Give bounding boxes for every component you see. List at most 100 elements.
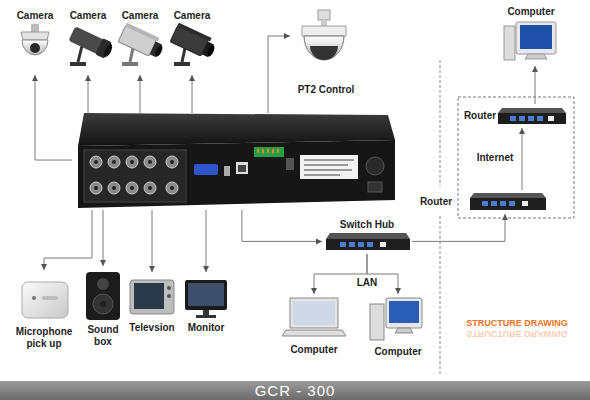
arrow-head bbox=[32, 75, 38, 81]
connector-line bbox=[103, 210, 104, 266]
connector-line bbox=[44, 210, 92, 270]
connector bbox=[32, 75, 72, 160]
arrow-head bbox=[189, 75, 195, 81]
node-label: PT2 Control bbox=[290, 84, 362, 96]
arrow-head bbox=[137, 75, 143, 81]
speaker-device-part bbox=[93, 294, 113, 314]
television-device-part bbox=[134, 283, 164, 309]
connector-line bbox=[35, 75, 72, 160]
computer-node: Computer bbox=[500, 4, 562, 66]
box-camera-part-part bbox=[177, 23, 211, 42]
connector bbox=[85, 75, 91, 113]
box-camera-part-part bbox=[125, 23, 159, 42]
node-label: Camera bbox=[114, 10, 166, 22]
separator-line bbox=[440, 60, 441, 375]
ptz-camera-part bbox=[304, 36, 344, 60]
television-device-part bbox=[167, 286, 171, 290]
node-label: Microphone pick up bbox=[10, 326, 78, 350]
switch-hub-device-part bbox=[326, 233, 410, 239]
bullet-camera bbox=[68, 25, 115, 66]
desktop-computer-part bbox=[504, 26, 515, 60]
dome-camera bbox=[21, 24, 49, 55]
router-device bbox=[498, 108, 566, 124]
box-camera-part bbox=[118, 23, 166, 60]
dvr-recorder-part bbox=[257, 149, 259, 153]
dvr-recorder-part bbox=[262, 149, 264, 153]
ptz-camera-part bbox=[321, 20, 327, 26]
dvr-recorder-part bbox=[90, 156, 102, 168]
microphone-device bbox=[22, 282, 68, 318]
dvr-recorder-part bbox=[78, 140, 395, 208]
laptop-computer-part bbox=[282, 330, 346, 336]
switch-hub-device-part bbox=[340, 242, 346, 247]
connector-line bbox=[521, 128, 522, 190]
monitor-device-part bbox=[185, 280, 227, 310]
dvr-recorder-part bbox=[238, 165, 246, 172]
dvr-recorder-part bbox=[126, 156, 138, 168]
router-device-part bbox=[491, 201, 497, 206]
node-label: Computer bbox=[366, 346, 430, 358]
switch-hub-device-part bbox=[380, 242, 386, 247]
box-camera-part bbox=[170, 23, 218, 60]
box-camera-part bbox=[182, 48, 185, 62]
speaker-device bbox=[86, 272, 120, 320]
laptop-computer-part bbox=[290, 298, 338, 328]
computer-node: Computer bbox=[366, 294, 430, 358]
connector bbox=[268, 33, 290, 113]
dvr-recorder-part bbox=[84, 150, 186, 202]
connector bbox=[100, 210, 106, 266]
dvr-recorder-part bbox=[236, 162, 248, 174]
camera-node: Camera bbox=[166, 8, 218, 75]
router-device-part bbox=[482, 201, 488, 206]
arrow-head bbox=[149, 266, 155, 272]
ptz-camera-part bbox=[318, 10, 330, 20]
connector bbox=[203, 210, 209, 272]
edge-label: LAN bbox=[350, 277, 384, 289]
microphone-device-part bbox=[42, 296, 58, 300]
dvr-recorder-part bbox=[304, 164, 348, 166]
dome-camera-part bbox=[31, 24, 39, 32]
dvr-recorder-part bbox=[267, 149, 269, 153]
speaker-node: Sound box bbox=[80, 266, 126, 352]
laptop-computer-part bbox=[293, 301, 335, 325]
connector bbox=[412, 214, 508, 241]
dvr-recorder-part bbox=[254, 147, 284, 157]
dvr-recorder-part bbox=[272, 149, 274, 153]
router-device-part bbox=[510, 116, 516, 121]
dvr-recorder-part bbox=[166, 182, 178, 194]
router-device-part bbox=[500, 201, 506, 206]
box-camera-part bbox=[130, 48, 133, 62]
drawing-title: STRUCTURE DRAWING bbox=[452, 318, 582, 328]
bullet-camera-part bbox=[68, 25, 115, 59]
desktop-computer-part bbox=[386, 298, 422, 328]
router-device-part bbox=[470, 198, 546, 210]
connector bbox=[519, 128, 525, 190]
router-device-part bbox=[522, 201, 528, 206]
camera-node: Camera bbox=[8, 8, 62, 75]
bullet-camera-part bbox=[70, 62, 86, 66]
dvr-recorder-part bbox=[112, 186, 116, 190]
dvr-recorder-part bbox=[366, 157, 384, 175]
dome-camera-part bbox=[21, 32, 49, 40]
dvr-recorder-part bbox=[126, 182, 138, 194]
dvr-recorder-part bbox=[368, 182, 382, 192]
group-outline bbox=[458, 97, 574, 218]
connector bbox=[41, 210, 92, 270]
dvr-recorder-part bbox=[108, 182, 120, 194]
dvr-recorder-part bbox=[170, 160, 174, 164]
arrow-head bbox=[395, 288, 401, 294]
monitor-device-part bbox=[188, 283, 224, 306]
node-label: Camera bbox=[166, 10, 218, 22]
dvr-recorder bbox=[78, 113, 395, 208]
connector-line bbox=[242, 210, 322, 241]
node-label: Sound box bbox=[80, 324, 126, 348]
speaker-device-part bbox=[97, 278, 109, 290]
dvr-recorder-part bbox=[277, 149, 279, 153]
desktop-computer-part bbox=[395, 328, 413, 333]
ptz-camera-part bbox=[302, 26, 346, 36]
television-node: Televsion bbox=[126, 272, 178, 336]
dvr-node bbox=[72, 113, 395, 210]
camera-node: Camera bbox=[114, 8, 166, 75]
